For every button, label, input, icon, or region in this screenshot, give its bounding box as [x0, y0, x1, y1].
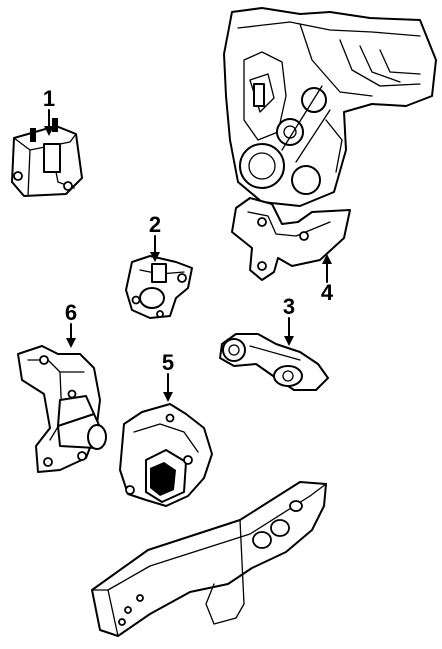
- part-5-mount: [119, 403, 213, 507]
- callout-6: 6: [65, 300, 77, 325]
- leader-lines: [44, 109, 332, 402]
- part-6-mount: [17, 345, 107, 473]
- callout-3: 3: [283, 294, 295, 319]
- callout-5: 5: [162, 350, 174, 375]
- part-2-mount: [125, 255, 193, 319]
- callout-2: 2: [149, 212, 161, 237]
- engine-block: [223, 7, 437, 207]
- part-1-mount: [11, 118, 83, 197]
- callout-1: 1: [43, 86, 55, 111]
- callout-4: 4: [321, 280, 334, 305]
- part-4-bracket: [231, 197, 351, 281]
- part-3-torque-rod: [219, 333, 329, 391]
- frame-crossmember: [91, 481, 327, 637]
